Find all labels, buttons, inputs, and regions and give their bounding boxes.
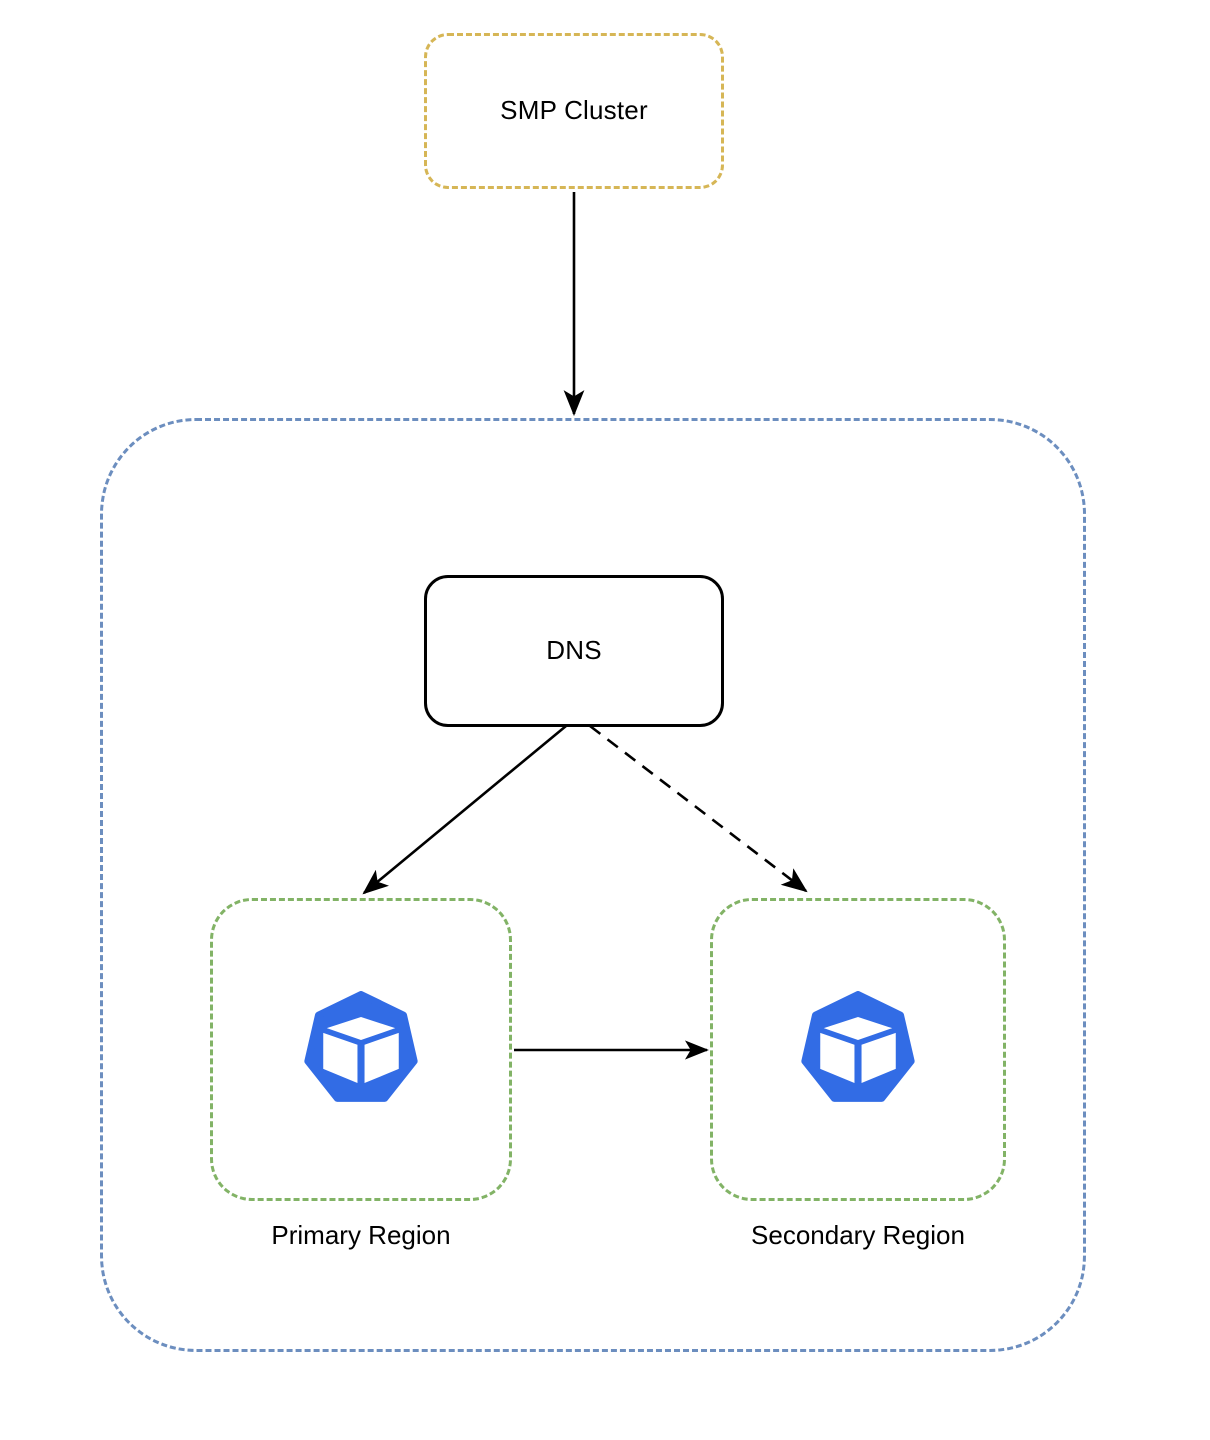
kubernetes-icon [304,990,418,1102]
smp-cluster-node[interactable]: SMP Cluster [424,33,724,189]
secondary-region-label: Secondary Region [751,1220,965,1250]
dns-label: DNS [546,635,602,666]
primary-region-label: Primary Region [271,1220,451,1250]
dns-node[interactable]: DNS [424,575,724,727]
multi-region-container[interactable] [100,418,1086,1352]
smp-cluster-label: SMP Cluster [500,95,648,126]
secondary-region-box[interactable] [710,898,1006,1201]
primary-region-box[interactable] [210,898,512,1201]
kubernetes-icon [801,990,915,1102]
